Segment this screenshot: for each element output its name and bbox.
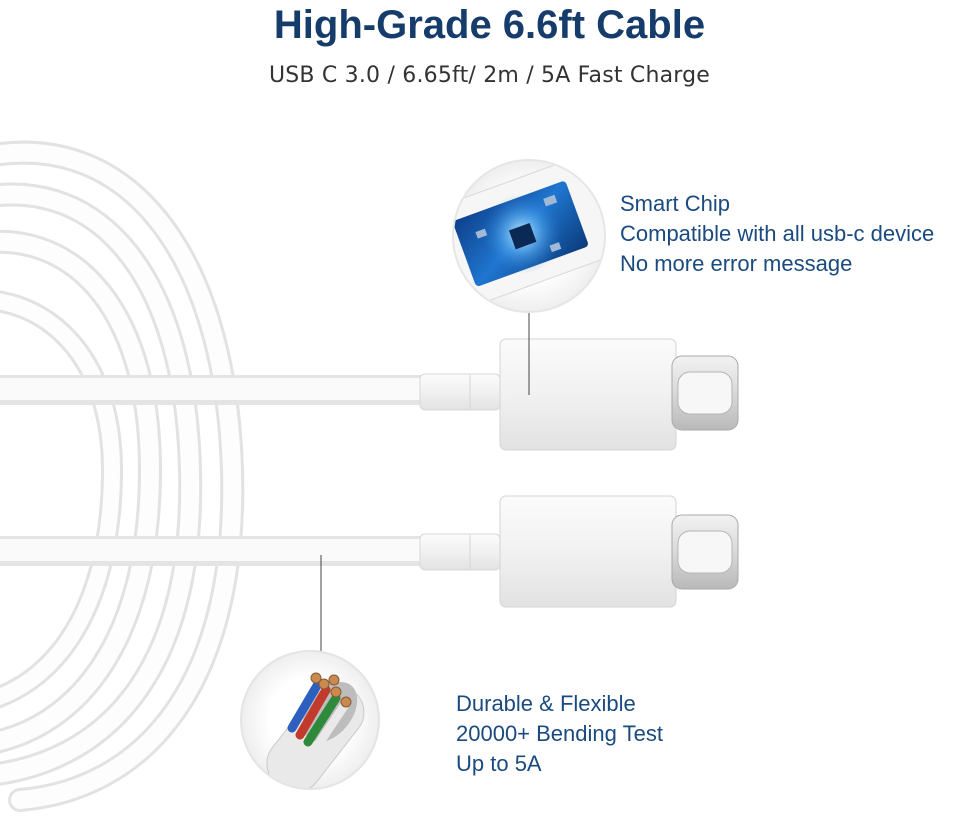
product-title: High-Grade 6.6ft Cable	[273, 3, 706, 47]
callout-line: Durable & Flexible	[456, 691, 636, 716]
callout-line: Smart Chip	[620, 191, 731, 216]
usb-c-connector-top	[419, 338, 739, 451]
cable-runs	[0, 375, 430, 566]
coiled-cable	[0, 140, 245, 812]
callout-line: Compatible with all usb-c device	[620, 221, 935, 246]
product-subtitle: USB C 3.0 / 6.65ft/ 2m / 5A Fast Charge	[268, 63, 711, 88]
usb-c-connector-bottom	[419, 495, 739, 608]
cable-cross-section-wires-icon	[240, 650, 380, 790]
callout-line: 20000+ Bending Test	[456, 721, 663, 746]
durability-callout: Durable & Flexible 20000+ Bending Test U…	[456, 689, 663, 779]
callout-line: No more error message	[620, 251, 853, 276]
circuit-chip-icon	[452, 159, 606, 313]
callout-line: Up to 5A	[456, 751, 542, 776]
smart-chip-callout: Smart Chip Compatible with all usb-c dev…	[620, 189, 934, 279]
